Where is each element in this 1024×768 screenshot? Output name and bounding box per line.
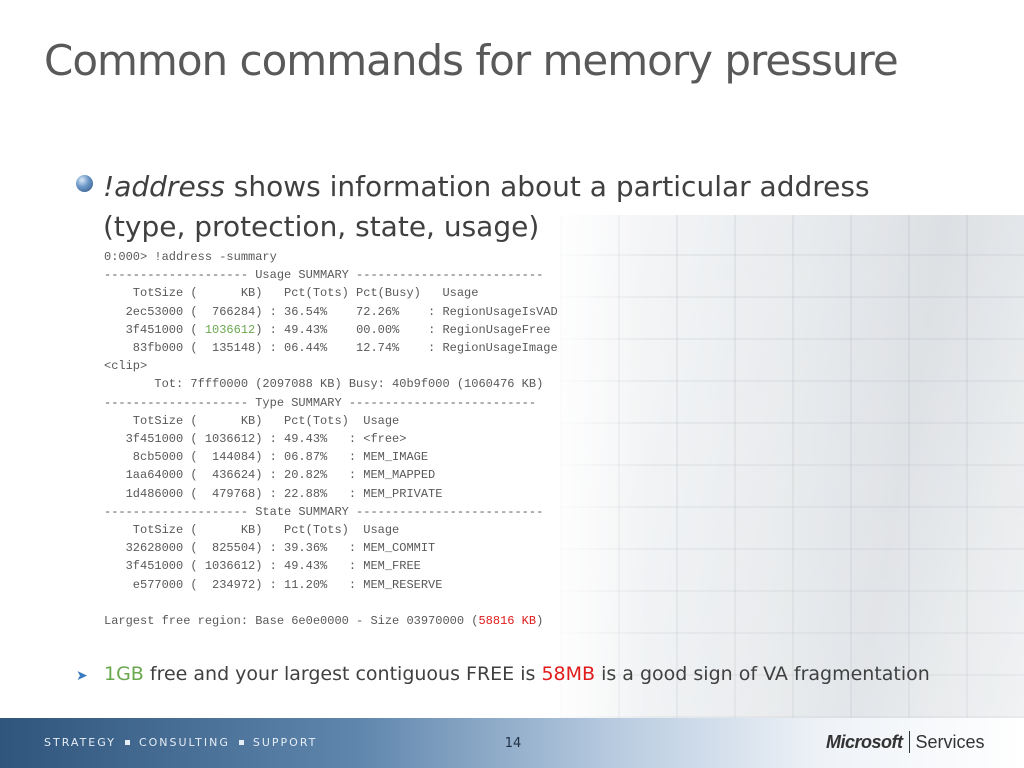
code-line: 1aa64000 ( 436624) : 20.82% : MEM_MAPPED [104,468,436,483]
code-highlight-largest-free: 58816 KB [478,614,537,629]
sub-bullet-text: is a good sign of VA fragmentation [595,663,930,685]
code-line: -------------------- State SUMMARY -----… [104,504,544,519]
code-line: 32628000 ( 825504) : 39.36% : MEM_COMMIT [104,541,436,556]
code-line: -------------------- Type SUMMARY ------… [104,395,537,410]
code-line: 0:000> !address -summary [104,250,277,264]
sub-bullet-highlight-58mb: 58MB [541,663,596,685]
sub-bullet: 1GB free and your largest contiguous FRE… [104,663,930,685]
sub-bullet-arrow-icon: ➤ [76,668,88,684]
logo-divider [908,731,910,753]
code-line: TotSize ( KB) Pct(Tots) Pct(Busy) Usage [104,286,479,301]
bullet-sphere-icon [76,175,93,192]
code-line: Largest free region: Base 6e0e0000 - Siz… [104,614,479,629]
command-output: 0:000> !address -summary ---------------… [104,248,558,630]
footer-tagline: STRATEGY CONSULTING SUPPORT [44,736,317,749]
code-line: 83fb000 ( 135148) : 06.44% 12.74% : Regi… [104,341,558,356]
code-line: -------------------- Usage SUMMARY -----… [104,268,544,283]
code-line: 3f451000 ( [104,322,205,337]
bullet-command: !address [103,170,225,203]
code-line: 8cb5000 ( 144084) : 06.87% : MEM_IMAGE [104,450,429,465]
code-line: 3f451000 ( 1036612) : 49.43% : <free> [104,432,407,447]
microsoft-services-logo: Microsoft Services [826,731,985,753]
code-line: TotSize ( KB) Pct(Tots) Usage [104,413,400,428]
logo-services: Services [915,732,985,752]
page-number: 14 [504,736,522,751]
tagline-separator [238,740,244,745]
code-line: 3f451000 ( 1036612) : 49.43% : MEM_FREE [104,559,421,574]
background-haze [540,210,1024,720]
sub-bullet-text: free and your largest contiguous FREE is [143,663,542,685]
sub-bullet-highlight-1gb: 1GB [104,663,144,685]
footer-bar [0,718,1024,768]
bullet-text-line1: shows information about a particular add… [224,170,870,203]
slide-title: Common commands for memory pressure [44,36,899,85]
tagline-separator [124,740,130,745]
tagline-item: CONSULTING [138,736,230,749]
tagline-item: STRATEGY [44,736,116,749]
code-line: 1d486000 ( 479768) : 22.88% : MEM_PRIVAT… [104,486,443,501]
tagline-item: SUPPORT [252,736,318,749]
logo-brand: Microsoft [826,732,903,752]
code-line: TotSize ( KB) Pct(Tots) Usage [104,523,400,538]
code-line: ) [536,614,544,629]
code-highlight-free-kb: 1036612 [204,322,256,337]
code-line: <clip> [104,359,148,374]
code-line: e577000 ( 234972) : 11.20% : MEM_RESERVE [104,577,443,592]
code-line: 2ec53000 ( 766284) : 36.54% 72.26% : Reg… [104,304,558,319]
code-line: ) : 49.43% 00.00% : RegionUsageFree [255,322,551,337]
main-bullet: !address shows information about a parti… [103,167,963,247]
code-line: Tot: 7fff0000 (2097088 KB) Busy: 40b9f00… [104,377,544,392]
bullet-text-line2: (type, protection, state, usage) [103,210,540,243]
